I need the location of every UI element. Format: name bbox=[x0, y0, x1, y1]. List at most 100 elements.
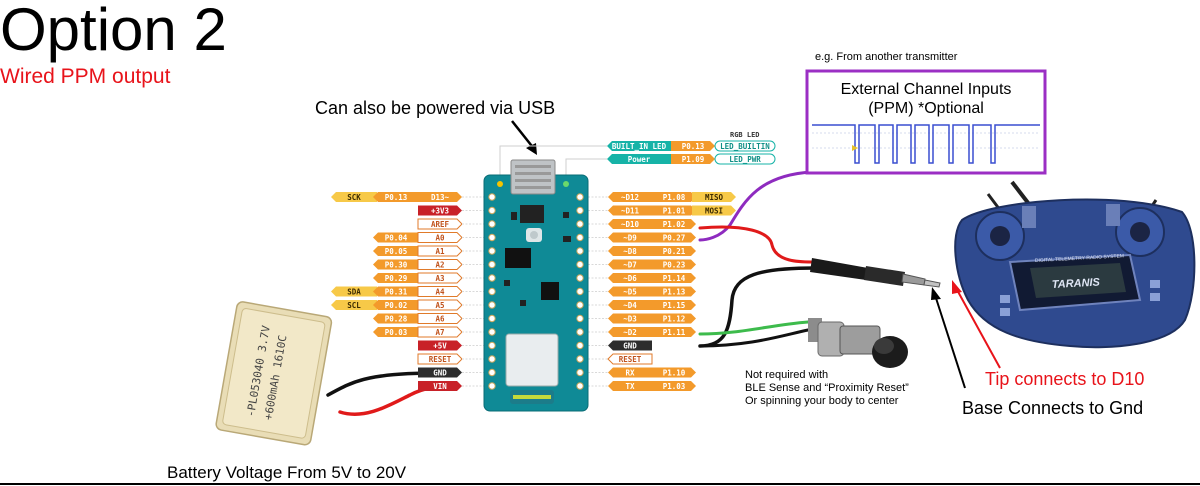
pin-func-left-0-text: SCK bbox=[347, 193, 361, 202]
pin-port-left-0: P0.13 bbox=[373, 192, 419, 202]
pin-hole bbox=[576, 368, 584, 377]
pin-port-left-6-text: P0.29 bbox=[385, 274, 408, 283]
usb-note: Can also be powered via USB bbox=[315, 98, 555, 118]
pin-name-right-1: ~D11 bbox=[608, 205, 652, 216]
pin-port-right-2: P1.02 bbox=[652, 219, 696, 229]
pin-name-right-4-text: ~D8 bbox=[623, 247, 637, 256]
radio-brand: TARANIS bbox=[1052, 276, 1101, 291]
pin-port-right-8-text: P1.15 bbox=[663, 301, 686, 310]
pin-func-left-0: SCK bbox=[331, 192, 377, 202]
pin-port-right-0-text: P1.08 bbox=[663, 193, 686, 202]
pin-port-right-7: P1.13 bbox=[652, 286, 696, 297]
pin-name-right-6-text: ~D6 bbox=[623, 274, 637, 283]
pin-name-right-8: ~D4 bbox=[608, 300, 652, 310]
pin-func-left-7: SDA bbox=[331, 286, 377, 297]
pin-port-right-14-text: P1.03 bbox=[663, 382, 686, 391]
pin-name-left-8-text: A5 bbox=[435, 301, 444, 310]
pin-port-left-6: P0.29 bbox=[373, 273, 419, 283]
pin-hole bbox=[576, 220, 584, 228]
pin-port-right-14: P1.03 bbox=[652, 381, 696, 391]
pin-name-left-13: GND bbox=[418, 367, 462, 378]
pin-port-right-3-text: P0.27 bbox=[663, 233, 686, 242]
top-pin-alt-0: LED_BUILTIN bbox=[714, 140, 776, 152]
pin-name-right-5-text: ~D7 bbox=[623, 260, 637, 269]
arduino-nano-board bbox=[483, 159, 589, 412]
top-pin-port-0: P0.13 bbox=[671, 141, 715, 151]
top-pin-name-0: BUILT_IN LED bbox=[607, 141, 671, 151]
tip-note: Tip connects to D10 bbox=[985, 369, 1144, 389]
pin-func-left-8-text: SCL bbox=[347, 301, 361, 310]
pin-hole bbox=[488, 233, 496, 242]
pin-hole bbox=[488, 220, 496, 228]
rgb-led-label: RGB LED bbox=[730, 131, 760, 139]
pin-hole bbox=[576, 233, 584, 242]
pin-name-left-1-text: +3V3 bbox=[431, 206, 450, 215]
pin-func-left-7-text: SDA bbox=[347, 287, 361, 296]
pin-port-right-4-text: P0.21 bbox=[663, 247, 686, 256]
pin-hole bbox=[488, 247, 496, 255]
push-button bbox=[808, 318, 908, 368]
pin-name-right-0: ~D12 bbox=[608, 192, 652, 202]
pin-name-left-8: A5 bbox=[417, 299, 463, 311]
ppm-box-line1: External Channel Inputs bbox=[841, 81, 1012, 98]
pin-name-left-10: A7 bbox=[417, 326, 463, 338]
page-subtitle: Wired PPM output bbox=[0, 65, 171, 88]
radio-transmitter: DIGITAL TELEMETRY RADIO SYSTEM TARANIS bbox=[954, 180, 1196, 349]
pin-port-right-10-text: P1.11 bbox=[663, 328, 686, 337]
pin-name-left-7: A4 bbox=[417, 286, 463, 297]
pin-hole bbox=[576, 328, 584, 336]
pin-name-left-13-text: GND bbox=[433, 368, 447, 377]
pin-name-left-9-text: A6 bbox=[435, 314, 445, 323]
pin-name-left-5: A2 bbox=[417, 259, 463, 270]
pin-hole bbox=[576, 382, 584, 390]
pin-port-left-4: P0.05 bbox=[373, 246, 419, 256]
pin-name-left-11-text: +5V bbox=[433, 341, 447, 350]
pin-port-left-5: P0.30 bbox=[373, 259, 419, 270]
top-pin-name-1: Power bbox=[607, 154, 671, 164]
top-leader-led bbox=[499, 145, 607, 175]
pin-port-left-4-text: P0.05 bbox=[385, 247, 408, 256]
mcu-chip bbox=[505, 248, 531, 268]
pin-name-left-12-text: RESET bbox=[429, 355, 452, 364]
pin-hole bbox=[488, 368, 496, 377]
pin-name-right-12: RESET bbox=[607, 353, 653, 365]
ppm-waveform bbox=[812, 124, 1040, 164]
pin-port-right-5: P0.23 bbox=[652, 259, 696, 270]
pin-name-left-4-text: A1 bbox=[435, 247, 445, 256]
pin-port-right-1: P1.01 bbox=[652, 205, 696, 216]
pin-name-right-0-text: ~D12 bbox=[621, 193, 639, 202]
ppm-note: e.g. From another transmitter bbox=[815, 51, 958, 63]
pin-port-left-7-text: P0.31 bbox=[385, 287, 408, 296]
wire-gnd-black bbox=[698, 266, 817, 348]
pin-func-right-0: MISO bbox=[692, 192, 736, 202]
pin-hole bbox=[488, 382, 496, 390]
battery-note: Battery Voltage From 5V to 20V bbox=[167, 463, 407, 482]
pin-hole bbox=[576, 260, 584, 269]
pin-name-right-9-text: ~D3 bbox=[623, 314, 637, 323]
pin-name-right-2-text: ~D10 bbox=[621, 220, 640, 229]
ppm-box bbox=[805, 69, 1047, 175]
pin-port-left-9-text: P0.28 bbox=[385, 314, 408, 323]
pin-port-left-8: P0.02 bbox=[373, 300, 419, 310]
pin-name-right-7: ~D5 bbox=[608, 286, 652, 297]
ppm-box-line2: (PPM) *Optional bbox=[868, 100, 984, 117]
usb-connector bbox=[510, 159, 556, 195]
pin-hole bbox=[576, 355, 584, 363]
pin-name-right-3: ~D9 bbox=[608, 232, 652, 243]
pin-name-left-0-text: D13~ bbox=[431, 193, 450, 202]
pin-port-left-10: P0.03 bbox=[373, 327, 419, 337]
pin-func-left-8: SCL bbox=[331, 300, 377, 310]
pin-name-right-4: ~D8 bbox=[608, 246, 652, 256]
radio-subtitle: DIGITAL TELEMETRY RADIO SYSTEM bbox=[1035, 253, 1124, 264]
lipo-battery: -PL053040 3.7V +600mAh 1610C bbox=[215, 301, 333, 446]
pin-name-left-1: +3V3 bbox=[418, 205, 462, 216]
pin-hole bbox=[488, 287, 496, 296]
pin-hole bbox=[576, 274, 584, 282]
pin-hole bbox=[488, 193, 496, 201]
pin-port-right-5-text: P0.23 bbox=[663, 260, 686, 269]
pin-hole bbox=[488, 314, 496, 323]
pin-hole bbox=[488, 274, 496, 282]
top-pin-alt-text-0: LED_BUILTIN bbox=[720, 142, 770, 151]
base-note: Base Connects to Gnd bbox=[962, 398, 1143, 418]
